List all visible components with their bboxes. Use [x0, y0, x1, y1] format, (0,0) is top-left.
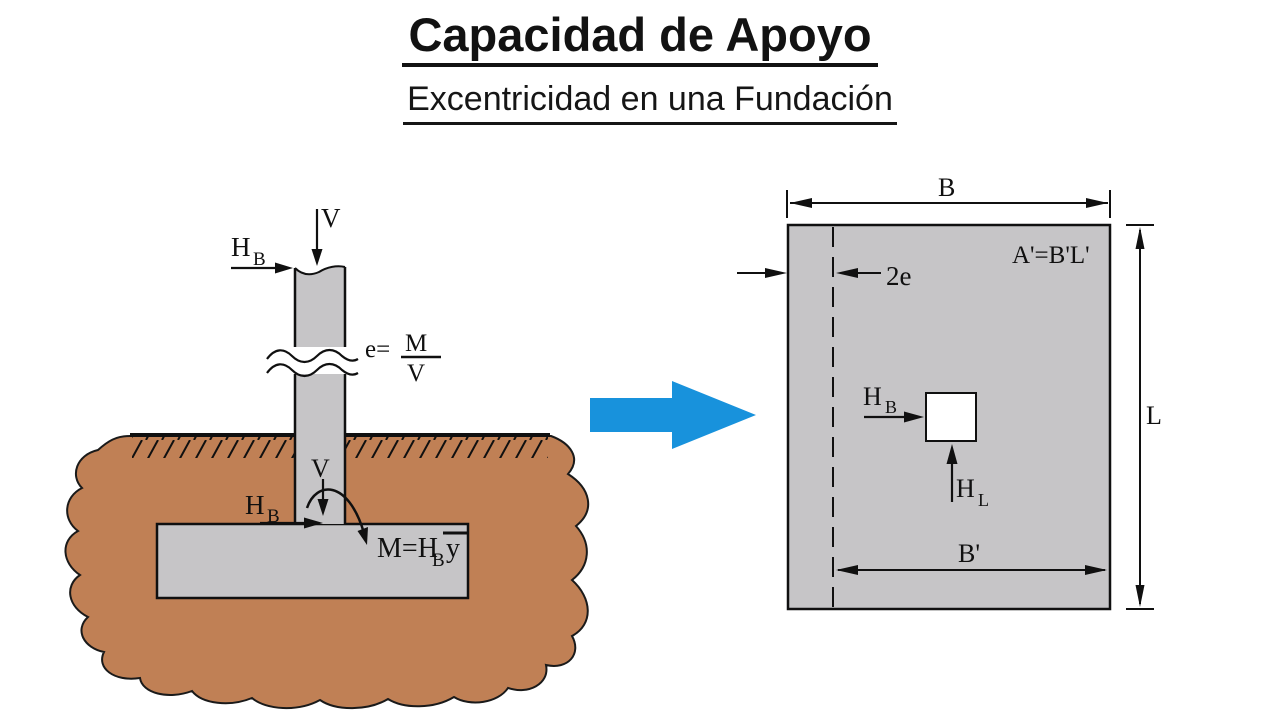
subheader: Excentricidad en una Fundación	[0, 80, 1280, 125]
footing	[155, 522, 470, 600]
hl-plan-arrowhead-icon	[946, 444, 958, 464]
v-load-arrowhead-icon	[311, 249, 323, 266]
page-subtitle: Excentricidad en una Fundación	[403, 80, 897, 125]
eccentricity-lhs: e=	[365, 336, 390, 363]
edge-pointer-arrowhead-icon	[765, 268, 787, 278]
moment-arrowhead-icon	[357, 527, 368, 545]
b-prime-arrowhead-right-icon	[1085, 565, 1107, 575]
b-dim-arrowhead-right-icon	[1086, 198, 1108, 208]
offset-2e-label: 2e	[886, 261, 912, 291]
page-title: Capacidad de Apoyo	[402, 8, 878, 68]
hb-bottom-label: H	[245, 490, 265, 520]
effective-area-label: A'=B'L'	[1012, 242, 1090, 269]
b-dim-arrowhead-left-icon	[790, 198, 812, 208]
moment-sub: B	[432, 550, 445, 571]
eccentricity-numerator: M	[405, 330, 427, 357]
l-dim-arrowhead-bottom-icon	[1135, 585, 1145, 607]
hb-plan-sub: B	[885, 397, 897, 417]
hb-top-label: H	[231, 232, 251, 262]
column-top-edge	[294, 265, 346, 276]
hb-plan-label: H	[863, 382, 882, 411]
break-wave-upper	[266, 348, 359, 364]
l-dim-arrowhead-top-icon	[1135, 227, 1145, 249]
v-bottom-label: V	[311, 454, 330, 483]
offset-2e-arrowhead-icon	[836, 268, 858, 278]
b-dim-label: B	[938, 173, 955, 202]
moment-bar-var: y	[446, 533, 460, 564]
b-prime-dim-label: B'	[958, 539, 980, 568]
v-bottom-arrowhead-icon	[317, 499, 329, 516]
moment-label: M=H	[377, 533, 438, 564]
hl-plan-sub: L	[978, 490, 989, 510]
hb-top-arrowhead-icon	[275, 262, 293, 274]
blue-transition-arrow-icon	[590, 381, 756, 449]
v-load-label: V	[321, 203, 341, 233]
break-wave-lower	[266, 362, 359, 378]
hl-plan-label: H	[956, 474, 975, 503]
plan-view-diagram: B L B' 2e A'=B'L' H	[737, 173, 1162, 611]
hb-bottom-sub: B	[267, 506, 280, 527]
moment-arc-arrow	[305, 488, 366, 534]
header: Capacidad de Apoyo	[0, 8, 1280, 68]
hb-bottom-arrowhead-icon	[304, 517, 323, 529]
column-fill	[295, 266, 345, 524]
hb-top-sub: B	[253, 249, 266, 270]
hb-plan-arrowhead-icon	[904, 411, 924, 423]
b-prime-arrowhead-left-icon	[836, 565, 858, 575]
cross-section-diagram: V H B e= M V V H B M=H B	[64, 203, 590, 710]
column-plan-square	[925, 392, 977, 442]
l-dim-label: L	[1146, 401, 1162, 430]
eccentricity-denominator: V	[407, 360, 425, 387]
